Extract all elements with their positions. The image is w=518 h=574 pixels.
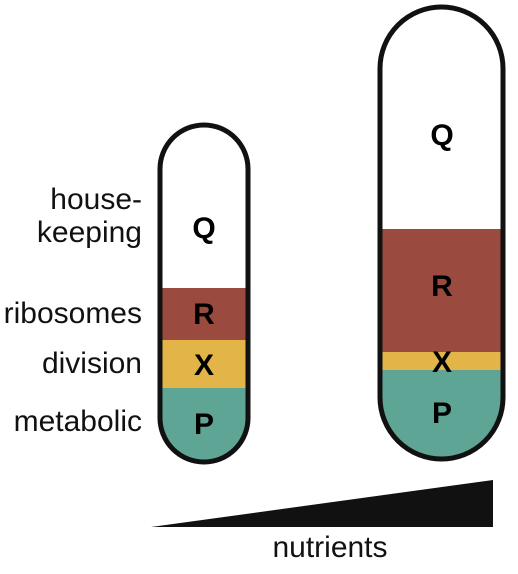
large-cell-letter-q: Q xyxy=(430,119,453,152)
nutrients-axis-label: nutrients xyxy=(272,531,388,564)
small-cell: Q R X P xyxy=(157,122,251,465)
label-ribosomes: ribosomes xyxy=(3,297,142,330)
large-cell-letter-x: X xyxy=(432,346,452,379)
label-metabolic: metabolic xyxy=(13,405,142,438)
small-cell-letter-q: Q xyxy=(192,212,215,245)
label-housekeeping-line1: house- xyxy=(50,183,142,216)
small-ribosome-band xyxy=(160,288,248,340)
large-ribosome-band xyxy=(380,229,503,352)
small-cell-letter-r: R xyxy=(193,298,215,331)
small-division-band xyxy=(160,340,248,388)
label-division: division xyxy=(41,347,142,380)
small-cell-outline xyxy=(157,122,251,465)
label-housekeeping-line2: keeping xyxy=(36,216,142,249)
large-housekeeping-band xyxy=(380,7,503,229)
large-cell-letter-r: R xyxy=(431,270,453,303)
label-housekeeping: house- keeping xyxy=(37,183,142,249)
small-housekeeping-band xyxy=(160,125,248,288)
large-division-band xyxy=(380,352,503,370)
large-cell-letter-p: P xyxy=(432,397,452,430)
small-cell-letter-x: X xyxy=(194,349,214,382)
large-cell-outline xyxy=(377,4,506,462)
small-cell-letter-p: P xyxy=(194,408,214,441)
nutrient-gradient-wedge xyxy=(151,480,493,527)
large-cell: Q R X P xyxy=(377,4,506,462)
